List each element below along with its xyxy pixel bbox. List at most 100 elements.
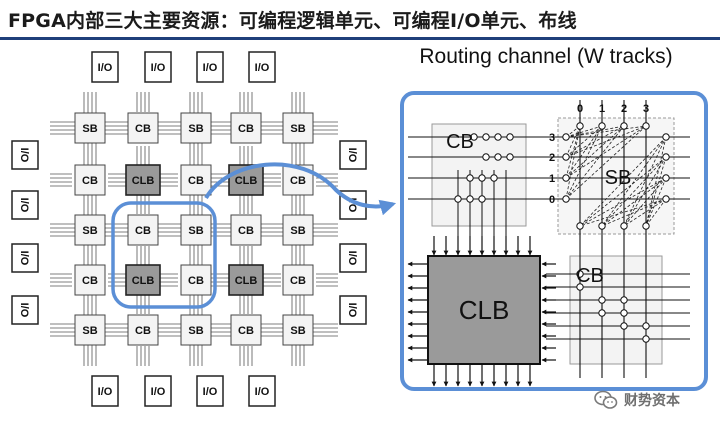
io-block — [339, 243, 367, 273]
cb-switch-point — [494, 133, 502, 141]
clb-block — [125, 164, 161, 196]
connection-box-label: CB — [82, 275, 98, 287]
switch-pin — [562, 195, 570, 203]
connection-box-label: CB — [238, 225, 254, 237]
switch-box — [282, 214, 314, 246]
cb-switch-point — [478, 174, 486, 182]
switch-connection — [645, 156, 667, 227]
connection-box-label: CB — [238, 123, 254, 135]
io-label: I/O — [203, 386, 218, 398]
cb-switch-point — [506, 153, 514, 161]
connection-box — [282, 264, 314, 296]
cb-switch-point — [466, 195, 474, 203]
switch-connection — [579, 198, 667, 227]
detail-clb-block — [427, 255, 541, 365]
io-label: I/O — [18, 251, 30, 266]
track-number-top: 2 — [621, 103, 627, 115]
connection-box-label: CB — [188, 175, 204, 187]
io-label: I/O — [18, 303, 30, 318]
switch-connection — [565, 125, 603, 200]
io-block — [339, 295, 367, 325]
io-block — [11, 190, 39, 220]
io-block — [144, 51, 172, 83]
zoom-arrow — [204, 162, 397, 216]
routing-channel-label: Routing channel (W tracks) — [419, 45, 672, 68]
connection-box-label: CB — [135, 123, 151, 135]
cb-switch-point — [466, 174, 474, 182]
switch-pin — [576, 222, 584, 230]
connection-box — [230, 214, 262, 246]
io-block — [91, 51, 119, 83]
switch-box-label: SB — [188, 123, 203, 135]
connection-box — [180, 164, 212, 196]
cb-switch-point — [454, 195, 462, 203]
switch-box-label: SB — [290, 325, 305, 337]
switch-connection — [601, 177, 667, 227]
zoom-highlight-frame — [111, 201, 217, 309]
switch-pin — [662, 174, 670, 182]
cb-switch-point — [598, 296, 606, 304]
switch-connection — [565, 125, 581, 179]
switch-pin — [598, 222, 606, 230]
io-label: I/O — [255, 386, 270, 398]
cb-switch-point — [490, 174, 498, 182]
io-label: I/O — [98, 62, 113, 74]
cb-switch-point — [620, 309, 628, 317]
connection-box — [230, 112, 262, 144]
switch-pin — [562, 153, 570, 161]
cb-switch-point — [576, 283, 584, 291]
switch-box — [74, 314, 106, 346]
switch-box — [180, 112, 212, 144]
switch-connection — [565, 125, 647, 158]
io-block — [144, 375, 172, 407]
switch-connection — [601, 156, 667, 227]
connection-box — [180, 264, 212, 296]
switch-box — [180, 314, 212, 346]
switch-box — [74, 112, 106, 144]
switch-box-label: SB — [82, 123, 97, 135]
switch-connection — [565, 125, 581, 158]
track-number-side: 3 — [549, 132, 555, 144]
io-label: I/O — [346, 251, 358, 266]
track-number-side: 2 — [549, 152, 555, 164]
io-label: I/O — [255, 62, 270, 74]
io-label: I/O — [98, 386, 113, 398]
switch-box-label: SB — [188, 325, 203, 337]
switch-connection — [601, 198, 667, 227]
wechat-logo-icon — [594, 390, 618, 409]
cb-switch-point — [470, 133, 478, 141]
switch-box-label: SB — [605, 167, 632, 189]
connection-box-label: CB — [135, 325, 151, 337]
clb-block — [125, 264, 161, 296]
connection-box — [74, 164, 106, 196]
cb-switch-point — [620, 296, 628, 304]
page-title: FPGA内部三大主要资源：可编程逻辑单元、可编程I/O单元、布线 — [8, 10, 577, 32]
switch-connection — [579, 177, 667, 227]
detail-clb-label: CLB — [459, 295, 510, 325]
switch-box — [282, 112, 314, 144]
switch-connection — [565, 125, 581, 200]
io-block — [11, 295, 39, 325]
top-connection-box-label: CB — [446, 131, 474, 153]
switch-pin — [642, 122, 650, 130]
io-label: I/O — [346, 303, 358, 318]
connection-box — [127, 314, 159, 346]
right-connection-box-label: CB — [576, 265, 604, 287]
cb-switch-point — [482, 153, 490, 161]
cb-switch-point — [482, 133, 490, 141]
connection-box-label: CB — [135, 225, 151, 237]
switch-connection — [601, 136, 667, 227]
clb-block-label: CLB — [235, 275, 258, 287]
connection-box-label: CB — [290, 275, 306, 287]
clb-block-label: CLB — [132, 175, 155, 187]
switch-connection — [579, 136, 667, 227]
connection-box-label: CB — [290, 175, 306, 187]
cb-switch-point — [506, 133, 514, 141]
connection-box-label: CB — [188, 275, 204, 287]
switch-box — [282, 314, 314, 346]
switch-connection — [565, 125, 647, 200]
cb-switch-point — [598, 309, 606, 317]
connection-box-label: CB — [238, 325, 254, 337]
